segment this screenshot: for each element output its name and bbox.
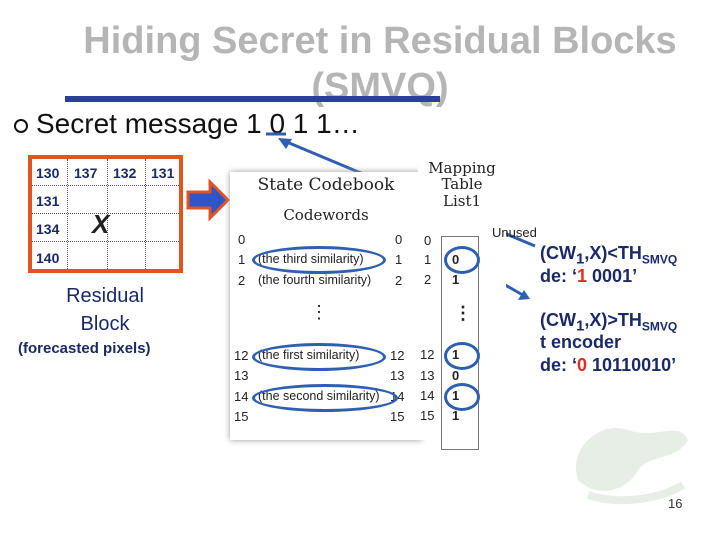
residual-block-label: Residual Block [66,285,144,335]
mapping-index: 2 [424,272,432,287]
title-underline [65,96,440,102]
rule-text: ,X)>TH [584,310,642,330]
grid-cell: 137 [74,165,98,181]
bullet-circle-icon [14,118,28,133]
rule-line-2: de: ‘1 0001’ [540,266,637,287]
mapping-index: 14 [420,388,435,403]
mapping-bit: 1 [452,272,460,287]
codebook-title: State Codebook [257,175,395,195]
codebook-index-right: 13 [390,368,405,383]
mapping-ellipsis: ⋮ [454,303,472,323]
mapping-index: 12 [420,347,435,362]
mapping-bit: 0 [452,368,460,383]
codebook-index: 12 [234,348,249,363]
mapping-bit: 1 [452,408,460,423]
highlight-oval [252,246,386,274]
rule-text: 0001’ [587,266,638,286]
codebook-index: 13 [234,368,249,383]
rule-text: de: ‘ [540,355,578,375]
rule-sub: SMVQ [641,319,678,334]
mapping-index: 1 [424,252,432,267]
mapping-title-2: Table [441,175,483,193]
rule-text: (CW [540,243,576,263]
rule-text: de: ‘ [540,266,578,286]
codebook-index-right: 12 [390,348,405,363]
rule-red-bit: 1 [577,266,588,286]
mapping-title-1: Mapping [428,159,496,177]
grid-cell: 131 [36,193,60,209]
unknown-x-label: X [92,209,110,239]
mapping-index: 0 [424,233,432,248]
mapping-title-3: List1 [442,192,482,210]
rule-sub: 1 [575,250,585,268]
highlight-oval [252,384,398,412]
codebook-index: 14 [234,389,249,404]
rule-text: (CW [540,310,576,330]
mapping-index: 13 [420,368,435,383]
rule-sub: SMVQ [641,252,678,267]
unused-label: Unused [492,225,537,240]
residual-block-sublabel: (forecasted pixels) [18,340,151,357]
grid-cell: 132 [113,165,137,181]
mapping-column-box [441,236,479,450]
rule-sub: 1 [575,317,585,335]
codebook-subtitle: Codewords [283,206,369,224]
codebook-index: 1 [238,252,246,267]
codebook-index-right: 0 [395,232,403,247]
highlight-oval [252,343,386,371]
dragon-watermark-icon [576,428,688,505]
codebook-index-right: 15 [390,409,405,424]
codebook-index-right: 1 [395,252,403,267]
state-codebook: State Codebook Codewords 0 1 (the third … [230,172,422,440]
slide-title: Hiding Secret in Residual Blocks (SMVQ) [83,20,677,108]
grid-cell: 140 [36,250,60,266]
grid-cell: 130 [36,165,60,181]
mapping-index: 15 [420,408,435,423]
rule-line-3: (CW1,X)>THSMVQ [540,310,677,335]
mapping-table: Mapping Table List1 0 1 0 2 1 ⋮ 12 1 13 … [418,158,506,450]
grid-cell: 134 [36,221,60,237]
bullet-text: Secret message 1 0 1 1… [36,108,360,139]
bullet-secret-message: Secret message 1 0 1 1… [14,107,360,141]
rule-line-5: de: ‘0 10110010’ [540,355,676,376]
block-arrow-icon [186,178,231,222]
rule-text: 10110010’ [587,355,677,375]
highlight-oval [444,342,480,370]
codebook-index: 0 [238,232,246,247]
codebook-value: (the fourth similarity) [258,273,372,287]
rule-red-bit: 0 [577,355,588,375]
rule-line-4: t encoder [540,332,622,352]
page-number: 16 [668,496,683,511]
residual-block-grid: 130 137 132 131 131 134 140 X [28,155,183,273]
codebook-index: 2 [238,273,246,288]
highlight-oval [444,383,480,411]
rule-line-1: (CW1,X)<THSMVQ [540,243,677,268]
rule-text: ,X)<TH [584,243,642,263]
codebook-index: 15 [234,409,249,424]
highlight-oval [444,246,480,274]
grid-cell: 131 [151,165,175,181]
codebook-index-right: 2 [395,273,403,288]
codebook-ellipsis: ⋮ [310,302,328,322]
